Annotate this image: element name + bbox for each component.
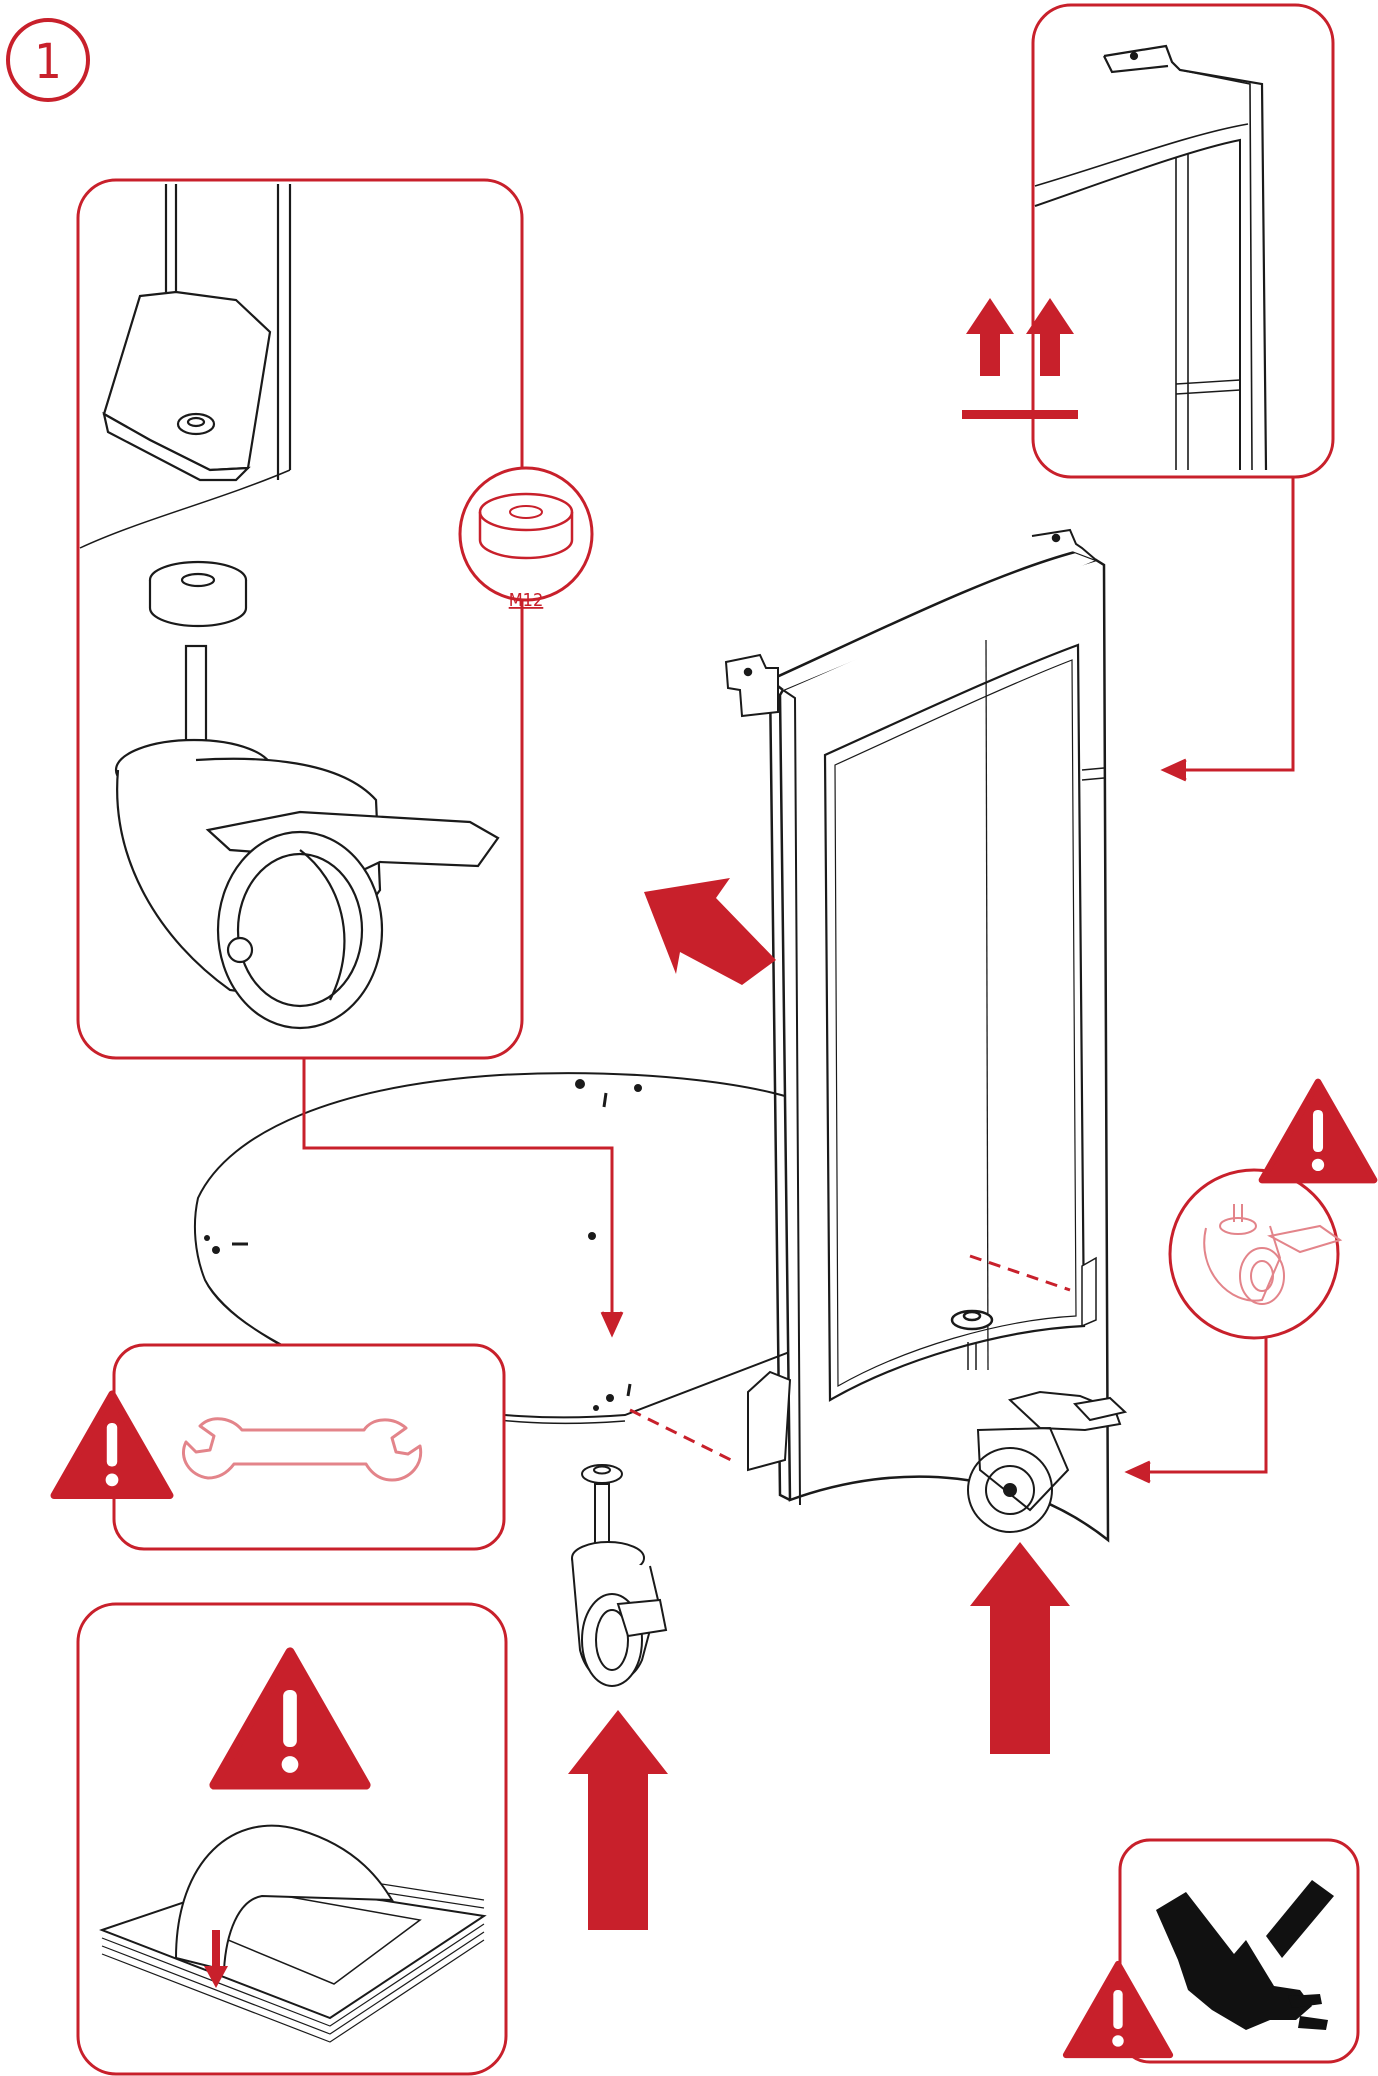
step-badge: 1 <box>6 18 90 102</box>
adhesive-pad-icon <box>99 1824 487 2043</box>
caster-detail-callout <box>76 178 524 1060</box>
step-number: 1 <box>34 34 61 90</box>
side-panel <box>724 528 1110 1543</box>
lift-up-icon <box>962 298 1078 419</box>
panel-connector <box>1160 477 1295 782</box>
washer-size-callout: M12 <box>458 466 594 611</box>
wrench-icon <box>182 1417 423 1482</box>
panel-detail-callout <box>962 3 1335 479</box>
mounted-caster <box>967 1390 1128 1533</box>
adhesive-callout <box>76 1602 508 2076</box>
wrench-callout <box>54 1343 506 1551</box>
hand-cut-hazard-icon <box>1156 1880 1334 2030</box>
loose-caster <box>571 1464 668 1687</box>
brake-caster-callout <box>1168 1082 1374 1340</box>
lift-caster-arrow-center <box>568 1710 668 1930</box>
push-direction-arrow <box>644 878 776 985</box>
warning-icon <box>1262 1082 1374 1180</box>
press-down-arrow <box>204 1930 228 1988</box>
lift-caster-arrow-right <box>970 1542 1070 1754</box>
callout-connector <box>302 1058 624 1338</box>
brake-connector <box>1124 1338 1268 1484</box>
washer-size-label: M12 <box>509 590 544 611</box>
cut-hazard-callout <box>1066 1838 1360 2062</box>
